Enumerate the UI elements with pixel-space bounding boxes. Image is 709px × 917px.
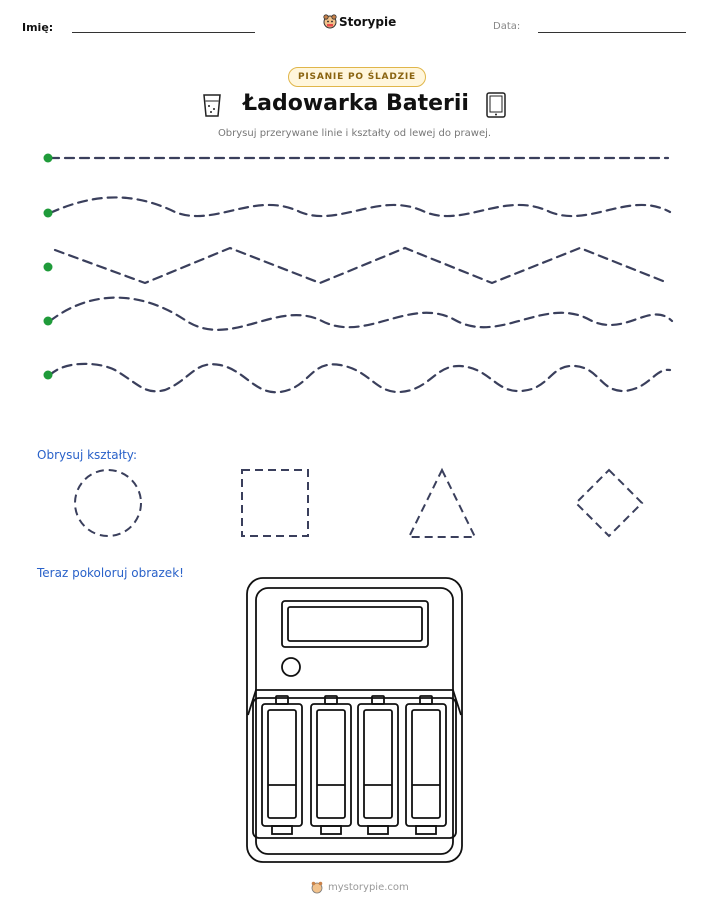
name-label: Imię: bbox=[22, 21, 54, 34]
footer-logo-icon bbox=[310, 880, 324, 894]
tracing-line-zigzag bbox=[53, 246, 670, 285]
instruction-text: Obrysuj przerywane linie i kształty od l… bbox=[217, 128, 492, 139]
start-dot bbox=[43, 316, 53, 326]
shapes-heading: Obrysuj kształty: bbox=[37, 448, 138, 462]
start-dot bbox=[43, 208, 53, 218]
logo-text: Storypie bbox=[339, 15, 397, 29]
coloring-heading: Teraz pokoloruj obrazek! bbox=[37, 566, 184, 580]
name-line[interactable] bbox=[72, 32, 255, 33]
page-title: Ładowarka Baterii bbox=[243, 91, 469, 116]
circle-shape bbox=[74, 469, 142, 537]
start-dot bbox=[43, 153, 53, 163]
activity-badge: PISANIE PO ŚLADZIE bbox=[288, 67, 427, 87]
tracing-line-bumps bbox=[48, 362, 672, 394]
tracing-line-wave bbox=[48, 196, 672, 218]
start-dot bbox=[43, 262, 53, 272]
square-shape bbox=[241, 469, 309, 537]
glass-icon bbox=[202, 92, 222, 118]
diamond-shape bbox=[574, 468, 644, 538]
tracing-line-wave-2 bbox=[48, 296, 674, 331]
triangle-shape bbox=[407, 467, 477, 538]
tablet-icon bbox=[485, 91, 507, 119]
date-line[interactable] bbox=[538, 32, 686, 33]
footer-url[interactable]: mystorypie.com bbox=[328, 882, 409, 893]
start-dot bbox=[43, 370, 53, 380]
date-label: Data: bbox=[493, 21, 521, 32]
storypie-mascot-icon bbox=[322, 13, 338, 29]
